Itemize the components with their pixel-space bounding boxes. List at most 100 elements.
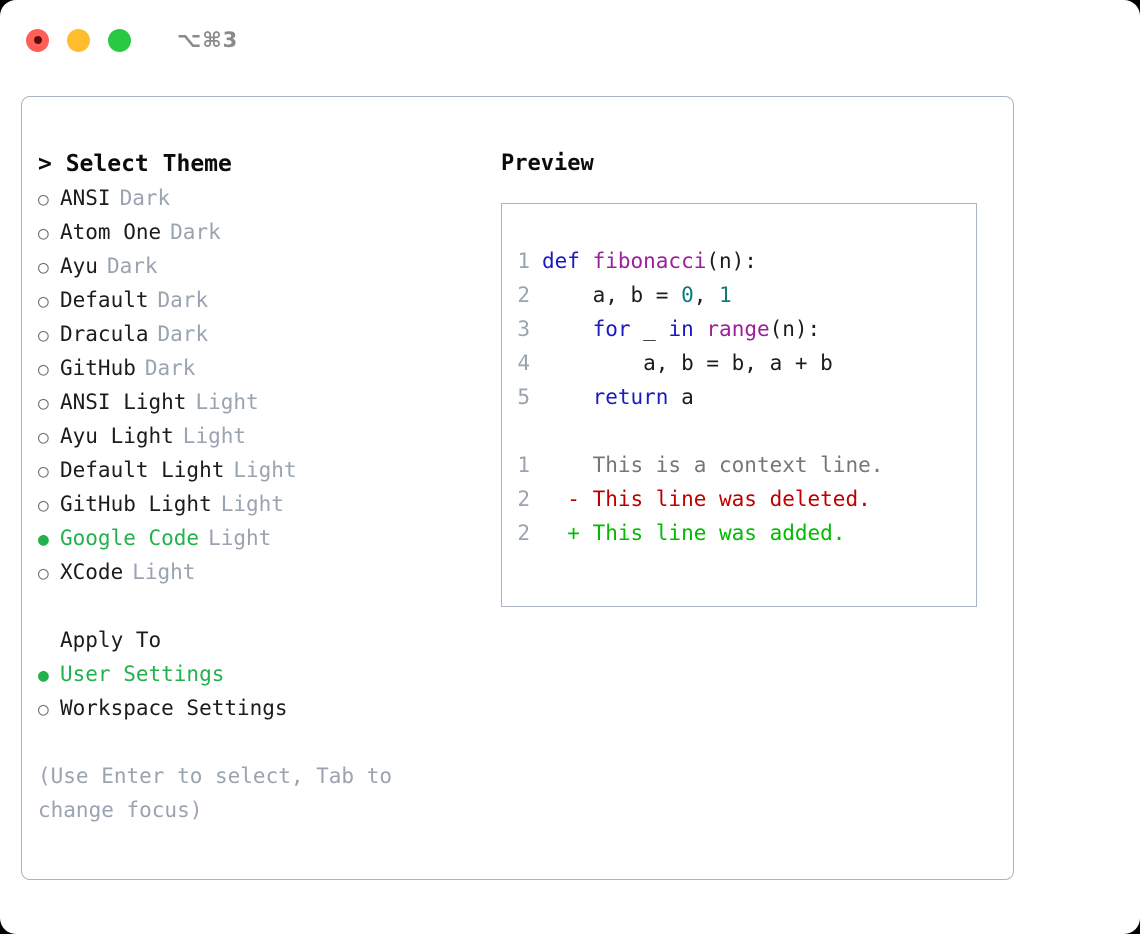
code-token-plain: _ xyxy=(630,317,669,341)
apply-to-option-label: User Settings xyxy=(60,662,225,686)
code-line-text: for _ in range(n): xyxy=(542,312,821,346)
theme-option-label: GitHub xyxy=(60,356,136,380)
theme-option-label: Ayu xyxy=(60,254,98,278)
maximize-button[interactable] xyxy=(108,28,131,52)
code-line: 4 a, b = b, a + b xyxy=(502,346,976,380)
diff-line-number: 2 xyxy=(517,521,530,545)
radio-unselected-icon: ○ xyxy=(38,495,49,516)
theme-option-label: Dracula xyxy=(60,322,149,346)
code-line-text: a, b = 0, 1 xyxy=(542,278,732,312)
radio-unselected-icon: ○ xyxy=(38,189,49,210)
theme-option-label: Default xyxy=(60,288,149,312)
diff-marker xyxy=(542,453,593,477)
diff-line-content: This is a context line. xyxy=(592,453,884,477)
code-line: 2 a, b = 0, 1 xyxy=(502,278,976,312)
apply-to-option-list[interactable]: ●User Settings ○ Workspace Settings xyxy=(38,657,498,725)
keyboard-shortcut-label: ⌥⌘3 xyxy=(177,28,239,52)
diff-line: 1 This is a context line. xyxy=(502,448,976,482)
apply-to-option-workspace-settings[interactable]: ○ Workspace Settings xyxy=(38,691,498,725)
theme-option-label: GitHub Light xyxy=(60,492,212,516)
theme-option-ayu-light[interactable]: ○ Ayu Light Light xyxy=(38,419,498,453)
code-line: 3 for _ in range(n): xyxy=(502,312,976,346)
radio-unselected-icon: ○ xyxy=(38,291,49,312)
preview-heading: Preview xyxy=(501,151,594,176)
code-line-text: def fibonacci(n): xyxy=(542,244,757,278)
theme-option-label: Google Code xyxy=(60,526,200,550)
theme-option-label: Ayu Light xyxy=(60,424,174,448)
radio-unselected-icon: ○ xyxy=(38,461,49,482)
code-token-plain: a xyxy=(668,385,694,409)
diff-line-text: + This line was added. xyxy=(542,516,845,550)
code-line-number: 1 xyxy=(517,249,530,273)
diff-line-text: This is a context line. xyxy=(542,448,884,482)
diff-marker: + xyxy=(542,521,593,545)
diff-sample: 1 This is a context line. 2 - This line w… xyxy=(502,448,976,550)
code-token-fn: fibonacci xyxy=(592,249,707,273)
theme-option-variant: Light xyxy=(208,526,272,550)
minimize-button[interactable] xyxy=(67,28,90,52)
theme-option-variant: Dark xyxy=(157,288,209,312)
code-token-num: 0 xyxy=(681,283,694,307)
code-line-text: a, b = b, a + b xyxy=(542,346,833,380)
code-token-num: 1 xyxy=(719,283,732,307)
diff-line-number: 1 xyxy=(517,453,530,477)
diff-line: 2 + This line was added. xyxy=(502,516,976,550)
apply-to-heading: Apply To xyxy=(60,628,162,652)
radio-unselected-icon: ○ xyxy=(38,699,49,720)
code-line-number: 2 xyxy=(517,283,530,307)
code-token-plain: (n): xyxy=(769,317,821,341)
code-token-plain: a, b = b, a + b xyxy=(542,351,833,375)
code-token-fn: range xyxy=(706,317,770,341)
theme-option-default[interactable]: ○ Default Dark xyxy=(38,283,498,317)
code-line: 1 def fibonacci(n): xyxy=(502,244,976,278)
theme-option-dracula[interactable]: ○ Dracula Dark xyxy=(38,317,498,351)
theme-option-variant: Light xyxy=(132,560,196,584)
radio-selected-icon: ● xyxy=(38,529,49,550)
code-token-kw: for xyxy=(592,317,631,341)
theme-option-variant: Light xyxy=(233,458,297,482)
code-token-kw: in xyxy=(668,317,694,341)
code-token-plain: , xyxy=(693,283,720,307)
close-button[interactable] xyxy=(26,28,49,52)
radio-unselected-icon: ○ xyxy=(38,325,49,346)
recording-indicator-icon xyxy=(33,36,42,44)
radio-unselected-icon: ○ xyxy=(38,427,49,448)
theme-picker-heading: > Select Theme xyxy=(38,151,232,177)
theme-option-label: Default Light xyxy=(60,458,225,482)
radio-unselected-icon: ○ xyxy=(38,393,49,414)
theme-option-variant: Dark xyxy=(157,322,209,346)
theme-option-label: XCode xyxy=(60,560,124,584)
theme-option-ayu[interactable]: ○ Ayu Dark xyxy=(38,249,498,283)
theme-option-variant: Dark xyxy=(106,254,158,278)
theme-option-variant: Dark xyxy=(170,220,221,244)
theme-option-google-code[interactable]: ● Google Code Light xyxy=(38,521,498,555)
radio-unselected-icon: ○ xyxy=(38,223,49,244)
theme-option-default-light[interactable]: ○ Default Light Light xyxy=(38,453,498,487)
theme-option-variant: Dark xyxy=(144,356,196,380)
spacer xyxy=(502,414,976,448)
apply-to-option-user-settings[interactable]: ●User Settings xyxy=(38,657,498,691)
radio-unselected-icon: ○ xyxy=(38,257,49,278)
code-token-plain: (n): xyxy=(706,249,757,273)
code-line-number: 5 xyxy=(517,385,530,409)
code-token-plain xyxy=(542,385,593,409)
diff-line-text: - This line was deleted. xyxy=(542,482,870,516)
window-controls xyxy=(26,28,131,52)
code-line-number: 4 xyxy=(517,351,530,375)
diff-line-content: This line was added. xyxy=(592,521,846,545)
theme-option-variant: Light xyxy=(182,424,247,448)
apply-to-option-label: Workspace Settings xyxy=(60,696,288,720)
theme-option-variant: Light xyxy=(195,390,259,414)
